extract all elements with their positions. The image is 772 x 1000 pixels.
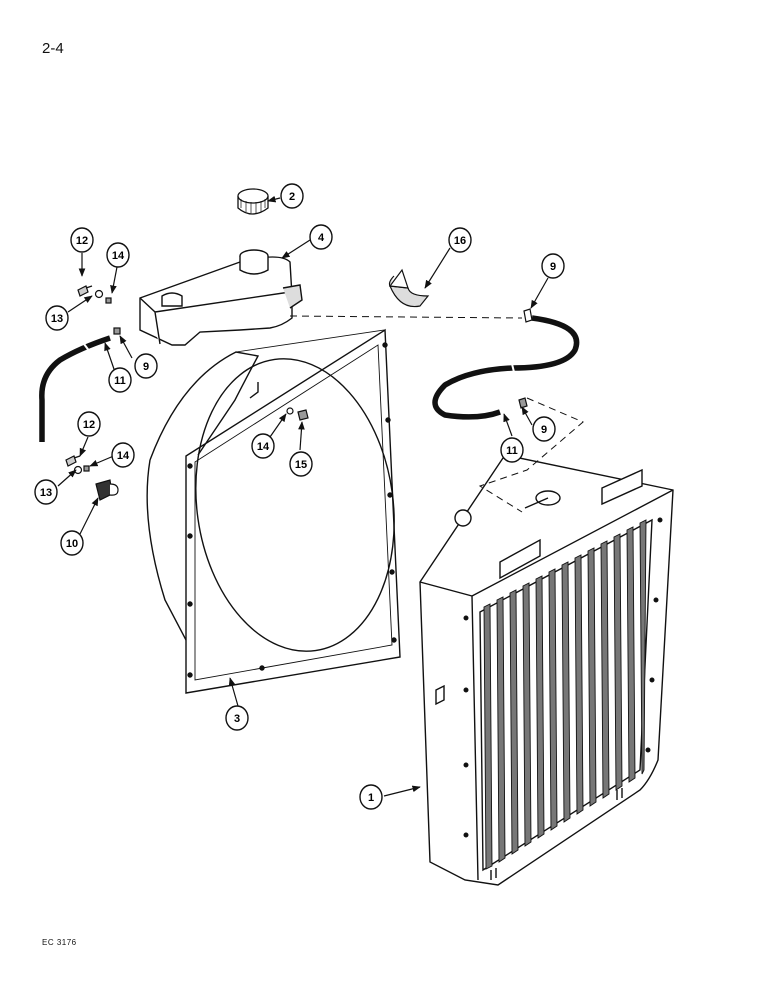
svg-text:4: 4 <box>318 232 325 244</box>
svg-text:11: 11 <box>114 375 126 387</box>
svg-text:9: 9 <box>541 424 547 436</box>
callout-10: 10 <box>60 530 84 556</box>
svg-text:9: 9 <box>143 361 149 373</box>
svg-text:14: 14 <box>112 250 125 262</box>
page-number: 2-4 <box>42 40 64 57</box>
callout-9-lower: 9 <box>532 416 556 442</box>
callout-12-lower: 12 <box>77 411 101 437</box>
callout-14-shroud: 14 <box>251 433 275 459</box>
overflow-hose-right <box>432 315 580 420</box>
svg-text:12: 12 <box>83 419 95 431</box>
svg-text:3: 3 <box>234 713 240 725</box>
overflow-hose-left <box>39 335 111 442</box>
fan-shroud <box>146 328 401 694</box>
svg-text:14: 14 <box>117 450 130 462</box>
figure-code: EC 3176 <box>42 938 77 947</box>
callout-14-upper: 14 <box>106 242 130 268</box>
callout-2: 3 <box>225 705 249 731</box>
callout-16: 16 <box>448 227 472 253</box>
radiator <box>419 454 674 886</box>
callout-12-upper: 12 <box>70 227 94 253</box>
callout-11-right: 11 <box>500 437 524 463</box>
leader-lines <box>57 195 549 797</box>
callout-14-lower: 14 <box>111 442 135 468</box>
expansion-tank <box>139 249 303 346</box>
callout-13-lower: 13 <box>34 479 58 505</box>
callout-15: 15 <box>289 451 313 477</box>
svg-text:16: 16 <box>454 235 466 247</box>
svg-text:1: 1 <box>368 792 374 804</box>
hardware-parts <box>65 285 533 501</box>
svg-text:2: 2 <box>289 191 295 203</box>
hose-clamp <box>388 268 430 308</box>
callout-1: 1 <box>359 784 383 810</box>
callout-9-left: 9 <box>134 353 158 379</box>
callout-3: 4 <box>309 224 333 250</box>
svg-text:13: 13 <box>51 313 63 325</box>
callout-11-left: 11 <box>108 367 132 393</box>
callout-4: 2 <box>280 183 304 209</box>
svg-text:13: 13 <box>40 487 52 499</box>
callout-13-upper: 13 <box>45 305 69 331</box>
svg-text:12: 12 <box>76 235 88 247</box>
assembly-dashed-lines <box>289 315 584 513</box>
radiator-cap <box>237 188 269 215</box>
svg-text:15: 15 <box>295 459 307 471</box>
svg-text:14: 14 <box>257 441 270 453</box>
svg-text:9: 9 <box>550 261 556 273</box>
callout-9-upper: 9 <box>541 253 565 279</box>
svg-text:10: 10 <box>66 538 78 550</box>
svg-text:11: 11 <box>506 445 518 457</box>
